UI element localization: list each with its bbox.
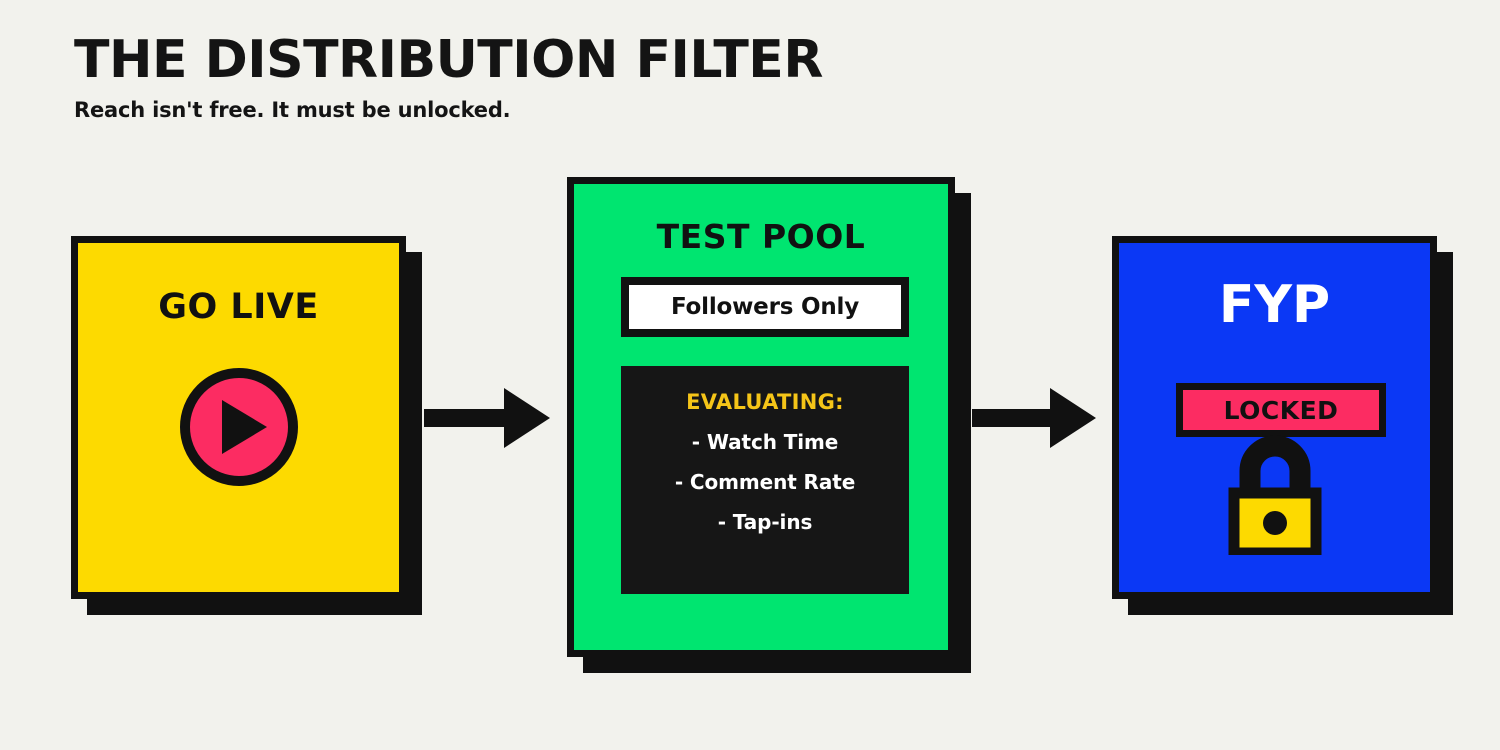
page-subtitle: Reach isn't free. It must be unlocked. (74, 98, 511, 122)
audience-pill[interactable]: Followers Only (621, 277, 909, 337)
stage-title-go-live: GO LIVE (158, 287, 319, 327)
stage-card-fyp[interactable]: FYP LOCKED (1112, 236, 1437, 599)
arrow-head (1050, 388, 1096, 448)
evaluation-item: - Comment Rate (674, 470, 856, 494)
flow-arrow-test-pool-to-fyp (972, 388, 1096, 448)
lock-icon (1228, 435, 1321, 555)
stage-card-test-pool[interactable]: TEST POOL Followers Only EVALUATING: - W… (567, 177, 955, 657)
play-circle (179, 368, 298, 486)
audience-pill-label: Followers Only (670, 294, 860, 320)
arrow-shaft (424, 409, 504, 427)
arrow-head (504, 388, 550, 448)
arrow-shaft (972, 409, 1050, 427)
evaluation-heading: EVALUATING: (686, 390, 844, 414)
page-title: THE DISTRIBUTION FILTER (74, 30, 823, 90)
status-badge: LOCKED (1176, 383, 1386, 437)
evaluation-item: - Tap-ins (717, 510, 813, 534)
flow-arrow-go-live-to-test-pool (424, 388, 550, 448)
stage-card-go-live[interactable]: GO LIVE (71, 236, 406, 599)
stage-title-fyp: FYP (1218, 275, 1331, 335)
play-triangle-glyph (222, 400, 267, 454)
stage-title-test-pool: TEST POOL (656, 217, 866, 256)
page-header: THE DISTRIBUTION FILTER Reach isn't free… (74, 34, 1074, 122)
evaluation-panel: EVALUATING: - Watch Time - Comment Rate … (621, 366, 909, 594)
evaluation-item: - Watch Time (691, 430, 839, 454)
play-icon[interactable] (179, 368, 298, 486)
status-badge-label: LOCKED (1223, 395, 1339, 425)
